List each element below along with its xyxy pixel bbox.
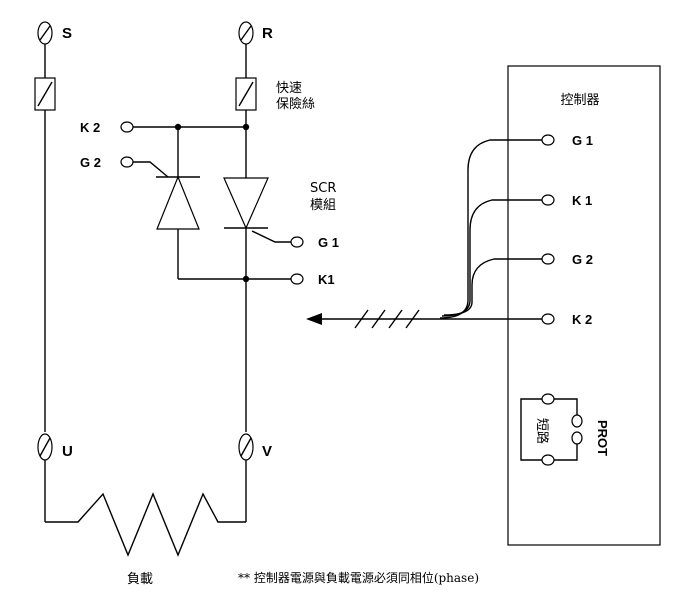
terminal-v xyxy=(238,433,254,461)
g1-output-terminal xyxy=(290,236,304,248)
terminal-u xyxy=(37,433,53,461)
load-label: 負載 xyxy=(127,572,153,587)
controller-title: 控制器 xyxy=(560,93,599,108)
controller-pin-k2 xyxy=(541,313,555,325)
terminal-r xyxy=(238,21,254,45)
controller-pin-g1-label: G 1 xyxy=(572,133,593,148)
g2-input-terminal xyxy=(120,156,134,168)
controller-box xyxy=(507,65,661,546)
fast-fuse-label-line2: 保險絲 xyxy=(276,97,315,112)
k2-input-label: K 2 xyxy=(80,120,100,135)
terminal-v-label: V xyxy=(262,443,272,460)
short-label: 短路 xyxy=(534,418,550,444)
footnote: ** 控制器電源與負載電源必須同相位(phase) xyxy=(238,570,479,585)
scr-label-line2: 模組 xyxy=(310,198,336,213)
controller-pin-g1 xyxy=(541,134,555,146)
controller-pin-k1 xyxy=(541,194,555,206)
terminal-s-label: S xyxy=(62,25,72,42)
terminal-u-label: U xyxy=(62,443,73,460)
load-resistor xyxy=(45,492,246,557)
fast-fuse xyxy=(235,77,257,111)
controller-pin-k1-label: K 1 xyxy=(572,193,592,208)
prot-label: PROT xyxy=(595,420,610,456)
controller-pin-k2-label: K 2 xyxy=(572,312,592,327)
junction-dot xyxy=(242,123,250,131)
scr-label-line1: SCR xyxy=(310,181,336,196)
fuse-s xyxy=(34,77,56,111)
k2-input-terminal xyxy=(120,121,134,133)
control-cable-bundle xyxy=(306,139,542,329)
g1-output-label: G 1 xyxy=(318,235,339,250)
fast-fuse-label-line1: 快速 xyxy=(276,81,302,96)
terminal-r-label: R xyxy=(262,25,273,42)
prot-jumper xyxy=(520,393,583,466)
k1-output-label: K1 xyxy=(318,272,335,287)
k1-output-terminal xyxy=(290,273,304,285)
g2-input-label: G 2 xyxy=(80,155,101,170)
controller-pin-g2 xyxy=(541,253,555,265)
scr-left xyxy=(156,175,200,230)
controller-pin-g2-label: G 2 xyxy=(572,252,593,267)
scr-right xyxy=(223,177,269,230)
terminal-s xyxy=(37,21,53,45)
